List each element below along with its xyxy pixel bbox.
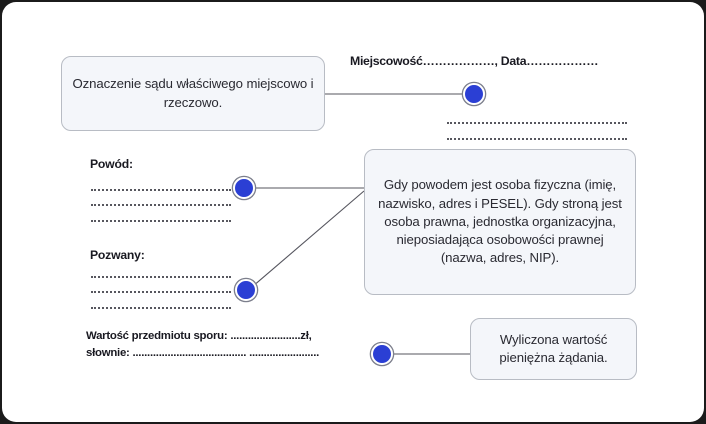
plaintiff-blank-line-1	[91, 187, 231, 191]
dispute-value-line-1: Wartość przedmiotu sporu: ..............…	[86, 330, 312, 342]
callout-court-text: Oznaczenie sądu właściwego miejscowo i r…	[72, 76, 314, 110]
callout-claim-value[interactable]: Wyliczona wartość pieniężna żądania.	[470, 318, 637, 380]
plaintiff-blank-line-2	[91, 202, 231, 206]
bullet-dot-icon-value[interactable]	[371, 343, 393, 365]
label-plaintiff: Powód:	[90, 157, 133, 171]
header-blank-line-2	[447, 136, 627, 140]
dispute-value-line-2: słownie: ...............................…	[86, 347, 320, 359]
header-place-date-line: Miejscowość………………, Data………………	[350, 54, 599, 68]
defendant-blank-line-1	[91, 274, 231, 278]
bullet-dot-icon-defendant[interactable]	[235, 279, 257, 301]
header-blank-line-1	[447, 120, 627, 124]
label-defendant: Pozwany:	[90, 248, 145, 262]
callout-claim-value-text: Wyliczona wartość pieniężna żądania.	[499, 331, 608, 365]
callout-court-designation[interactable]: Oznaczenie sądu właściwego miejscowo i r…	[61, 56, 325, 131]
defendant-blank-line-3	[91, 305, 231, 309]
connector-defendant-to-box	[251, 190, 365, 288]
bullet-dot-icon-court[interactable]	[463, 83, 485, 105]
callout-party-details[interactable]: Gdy powodem jest osoba fizyczna (imię, n…	[364, 149, 636, 295]
bullet-dot-icon-plaintiff[interactable]	[233, 177, 255, 199]
callout-party-text: Gdy powodem jest osoba fizyczna (imię, n…	[378, 177, 622, 266]
plaintiff-blank-line-3	[91, 218, 231, 222]
defendant-blank-line-2	[91, 289, 231, 293]
